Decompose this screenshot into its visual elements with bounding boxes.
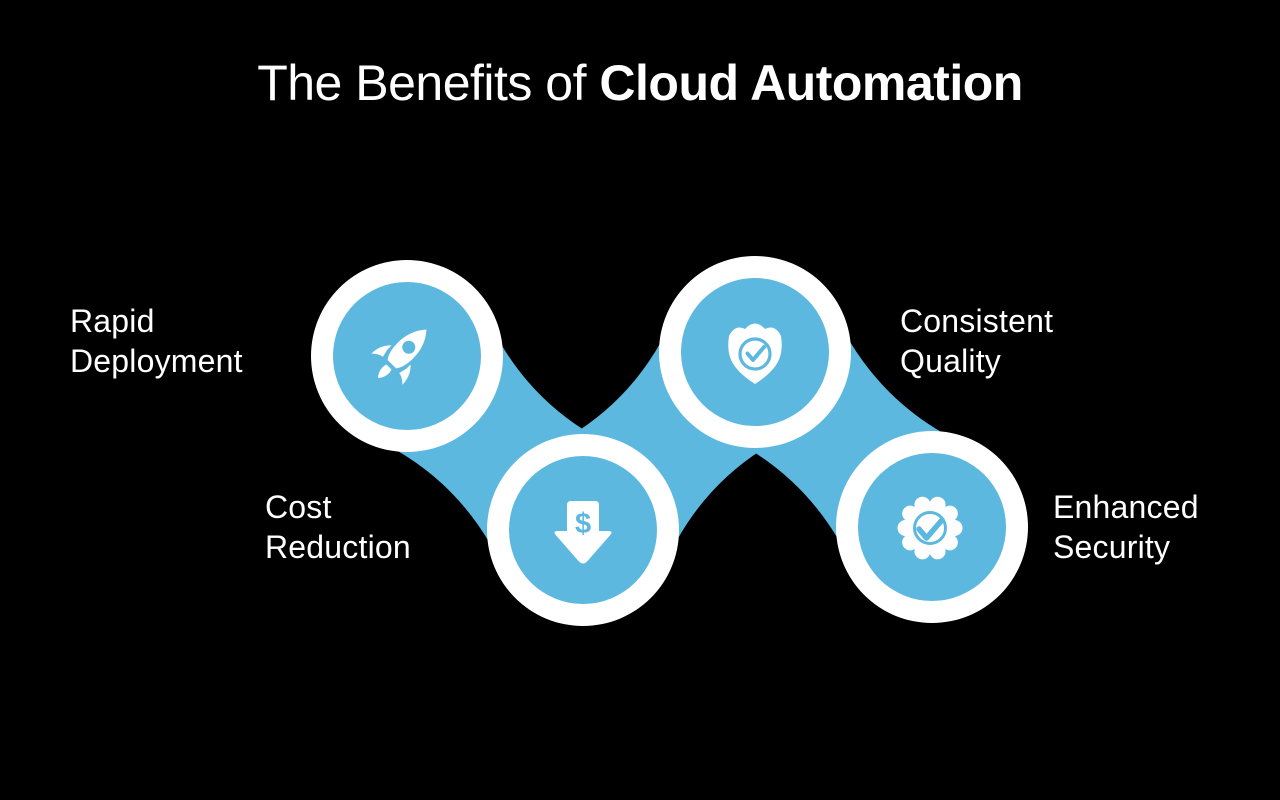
blob-bridge — [744, 340, 943, 539]
label-consistent-quality: Consistent Quality — [900, 301, 1053, 381]
badge-core — [904, 502, 956, 554]
label-line: Quality — [900, 343, 1001, 379]
rocket-fin-left — [371, 345, 392, 357]
label-line: Enhanced — [1053, 489, 1199, 525]
label-line: Cost — [265, 489, 332, 525]
rocket-window — [402, 340, 416, 354]
blob-bridge — [570, 342, 768, 540]
shield-check-mark — [745, 345, 766, 362]
rocket-icon — [371, 329, 427, 385]
down-arrow-shape — [554, 501, 612, 564]
label-rapid-deployment: Rapid Deployment — [70, 301, 243, 381]
blob-bridge — [396, 344, 594, 542]
rocket-fin-right — [399, 364, 411, 385]
label-cost-reduction: Cost Reduction — [265, 487, 411, 567]
label-enhanced-security: Enhanced Security — [1053, 487, 1199, 567]
label-line: Deployment — [70, 343, 243, 379]
rocket-flame — [378, 364, 392, 378]
label-line: Reduction — [265, 529, 411, 565]
label-line: Security — [1053, 529, 1171, 565]
page-title: The Benefits of Cloud Automation — [0, 52, 1280, 114]
badge-check-mark — [916, 517, 945, 541]
shield-check-icon — [728, 323, 782, 384]
badge-check-ring — [913, 511, 947, 545]
money-down-arrow-icon: $ — [554, 501, 612, 564]
shield-check-ring — [738, 337, 772, 371]
title-regular: The Benefits of — [257, 55, 586, 111]
badge-check-icon — [897, 496, 963, 560]
label-line: Consistent — [900, 303, 1054, 339]
title-highlight: Cloud Automation — [599, 55, 1023, 111]
label-line: Rapid — [70, 303, 155, 339]
shield-shape — [728, 323, 782, 384]
dollar-sign: $ — [575, 508, 591, 540]
